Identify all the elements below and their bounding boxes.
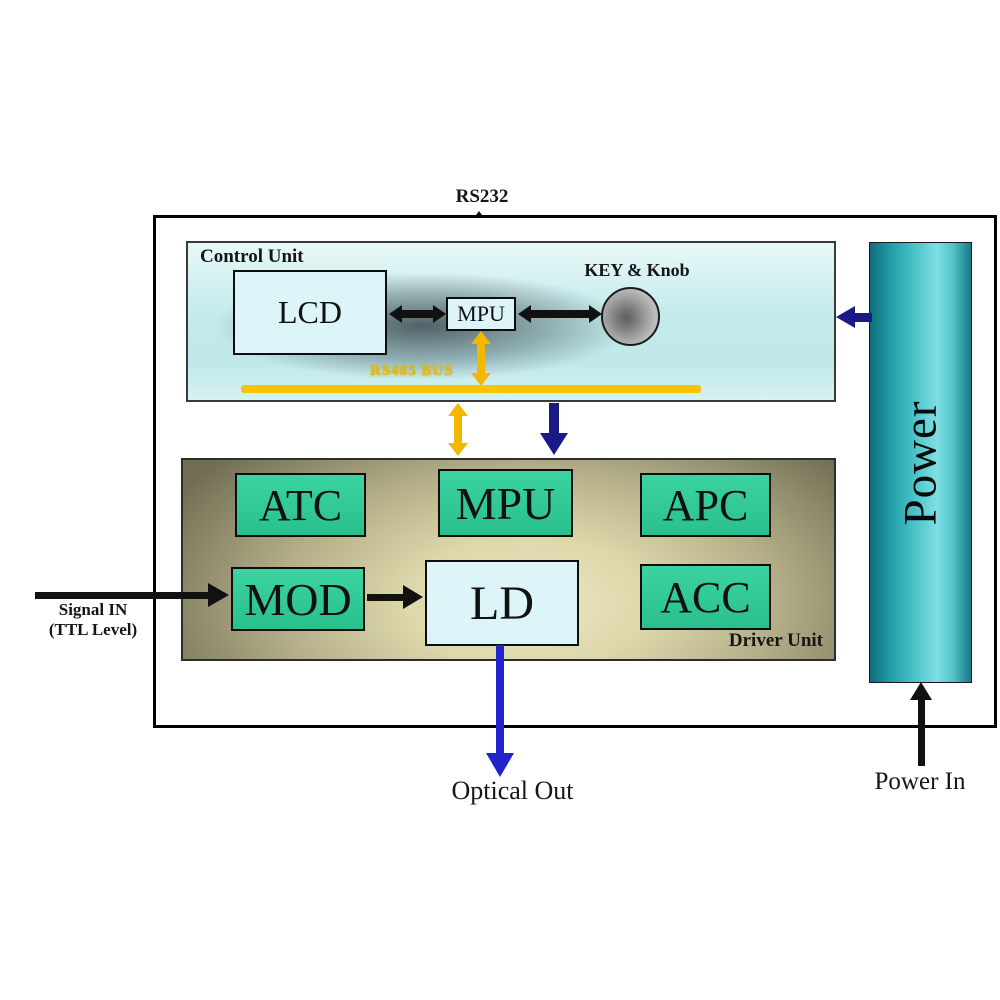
- arrowhead-down: [540, 433, 568, 455]
- signal-in-line2: (TTL Level): [48, 619, 138, 639]
- control-mpu-label: MPU: [457, 301, 505, 326]
- arrowhead-down: [471, 373, 491, 386]
- arrowhead-right: [208, 583, 229, 607]
- arrow-shaft: [367, 594, 405, 601]
- arrowhead-left: [836, 306, 855, 328]
- driver-unit-panel: ATC MPU APC MOD LD ACC Driver Unit: [181, 458, 836, 661]
- arrowhead-down: [486, 753, 514, 777]
- power-in-label: Power In: [874, 768, 966, 795]
- arrowhead-up: [471, 331, 491, 344]
- optical-out-label: Optical Out: [451, 776, 574, 805]
- arrow-shaft: [35, 592, 210, 599]
- driver-mpu-box: MPU: [438, 469, 573, 537]
- arrow-shaft: [918, 698, 925, 766]
- arrowhead-right: [433, 305, 446, 323]
- arrowhead-up: [448, 403, 468, 416]
- arrow-shaft: [454, 414, 462, 445]
- driver-unit-title: Driver Unit: [728, 630, 823, 651]
- arrowhead-left: [389, 305, 402, 323]
- rs485-bus-label: RS485 BUS: [370, 363, 454, 379]
- arrow-shaft: [854, 313, 872, 322]
- rs485-bus-bar: [241, 385, 701, 393]
- acc-label: ACC: [660, 572, 751, 622]
- mod-box: MOD: [231, 567, 365, 631]
- arrow-shaft: [549, 403, 559, 435]
- power-box: Power: [869, 242, 972, 683]
- arrow-shaft: [477, 342, 485, 376]
- control-unit-panel: Control Unit LCD MPU KEY & Knob RS485 BU…: [186, 241, 836, 402]
- ld-box: LD: [425, 560, 579, 646]
- signal-in-label: Signal IN (TTL Level): [28, 600, 158, 639]
- signal-in-line1: Signal IN: [58, 600, 128, 619]
- arrowhead-right: [403, 585, 423, 609]
- key-knob-label: KEY & Knob: [584, 260, 690, 280]
- atc-label: ATC: [258, 480, 343, 530]
- arrow-shaft: [529, 310, 591, 318]
- apc-label: APC: [662, 480, 749, 530]
- ld-label: LD: [470, 576, 534, 630]
- arrow-shaft: [496, 645, 504, 755]
- arrowhead-down: [448, 443, 468, 456]
- arrow-shaft: [400, 310, 436, 318]
- apc-box: APC: [640, 473, 771, 537]
- control-mpu-box: MPU: [446, 297, 516, 331]
- arrowhead-up: [910, 682, 932, 700]
- rs232-label: RS232: [455, 186, 509, 207]
- mod-label: MOD: [244, 573, 352, 625]
- arrowhead-left: [518, 305, 531, 323]
- control-unit-title: Control Unit: [200, 246, 304, 267]
- atc-box: ATC: [235, 473, 366, 537]
- driver-mpu-label: MPU: [455, 477, 556, 529]
- arrowhead-right: [589, 305, 602, 323]
- lcd-label: LCD: [278, 294, 342, 330]
- knob-icon: [601, 287, 660, 346]
- power-label: Power: [894, 399, 947, 526]
- lcd-box: LCD: [233, 270, 387, 355]
- acc-box: ACC: [640, 564, 771, 630]
